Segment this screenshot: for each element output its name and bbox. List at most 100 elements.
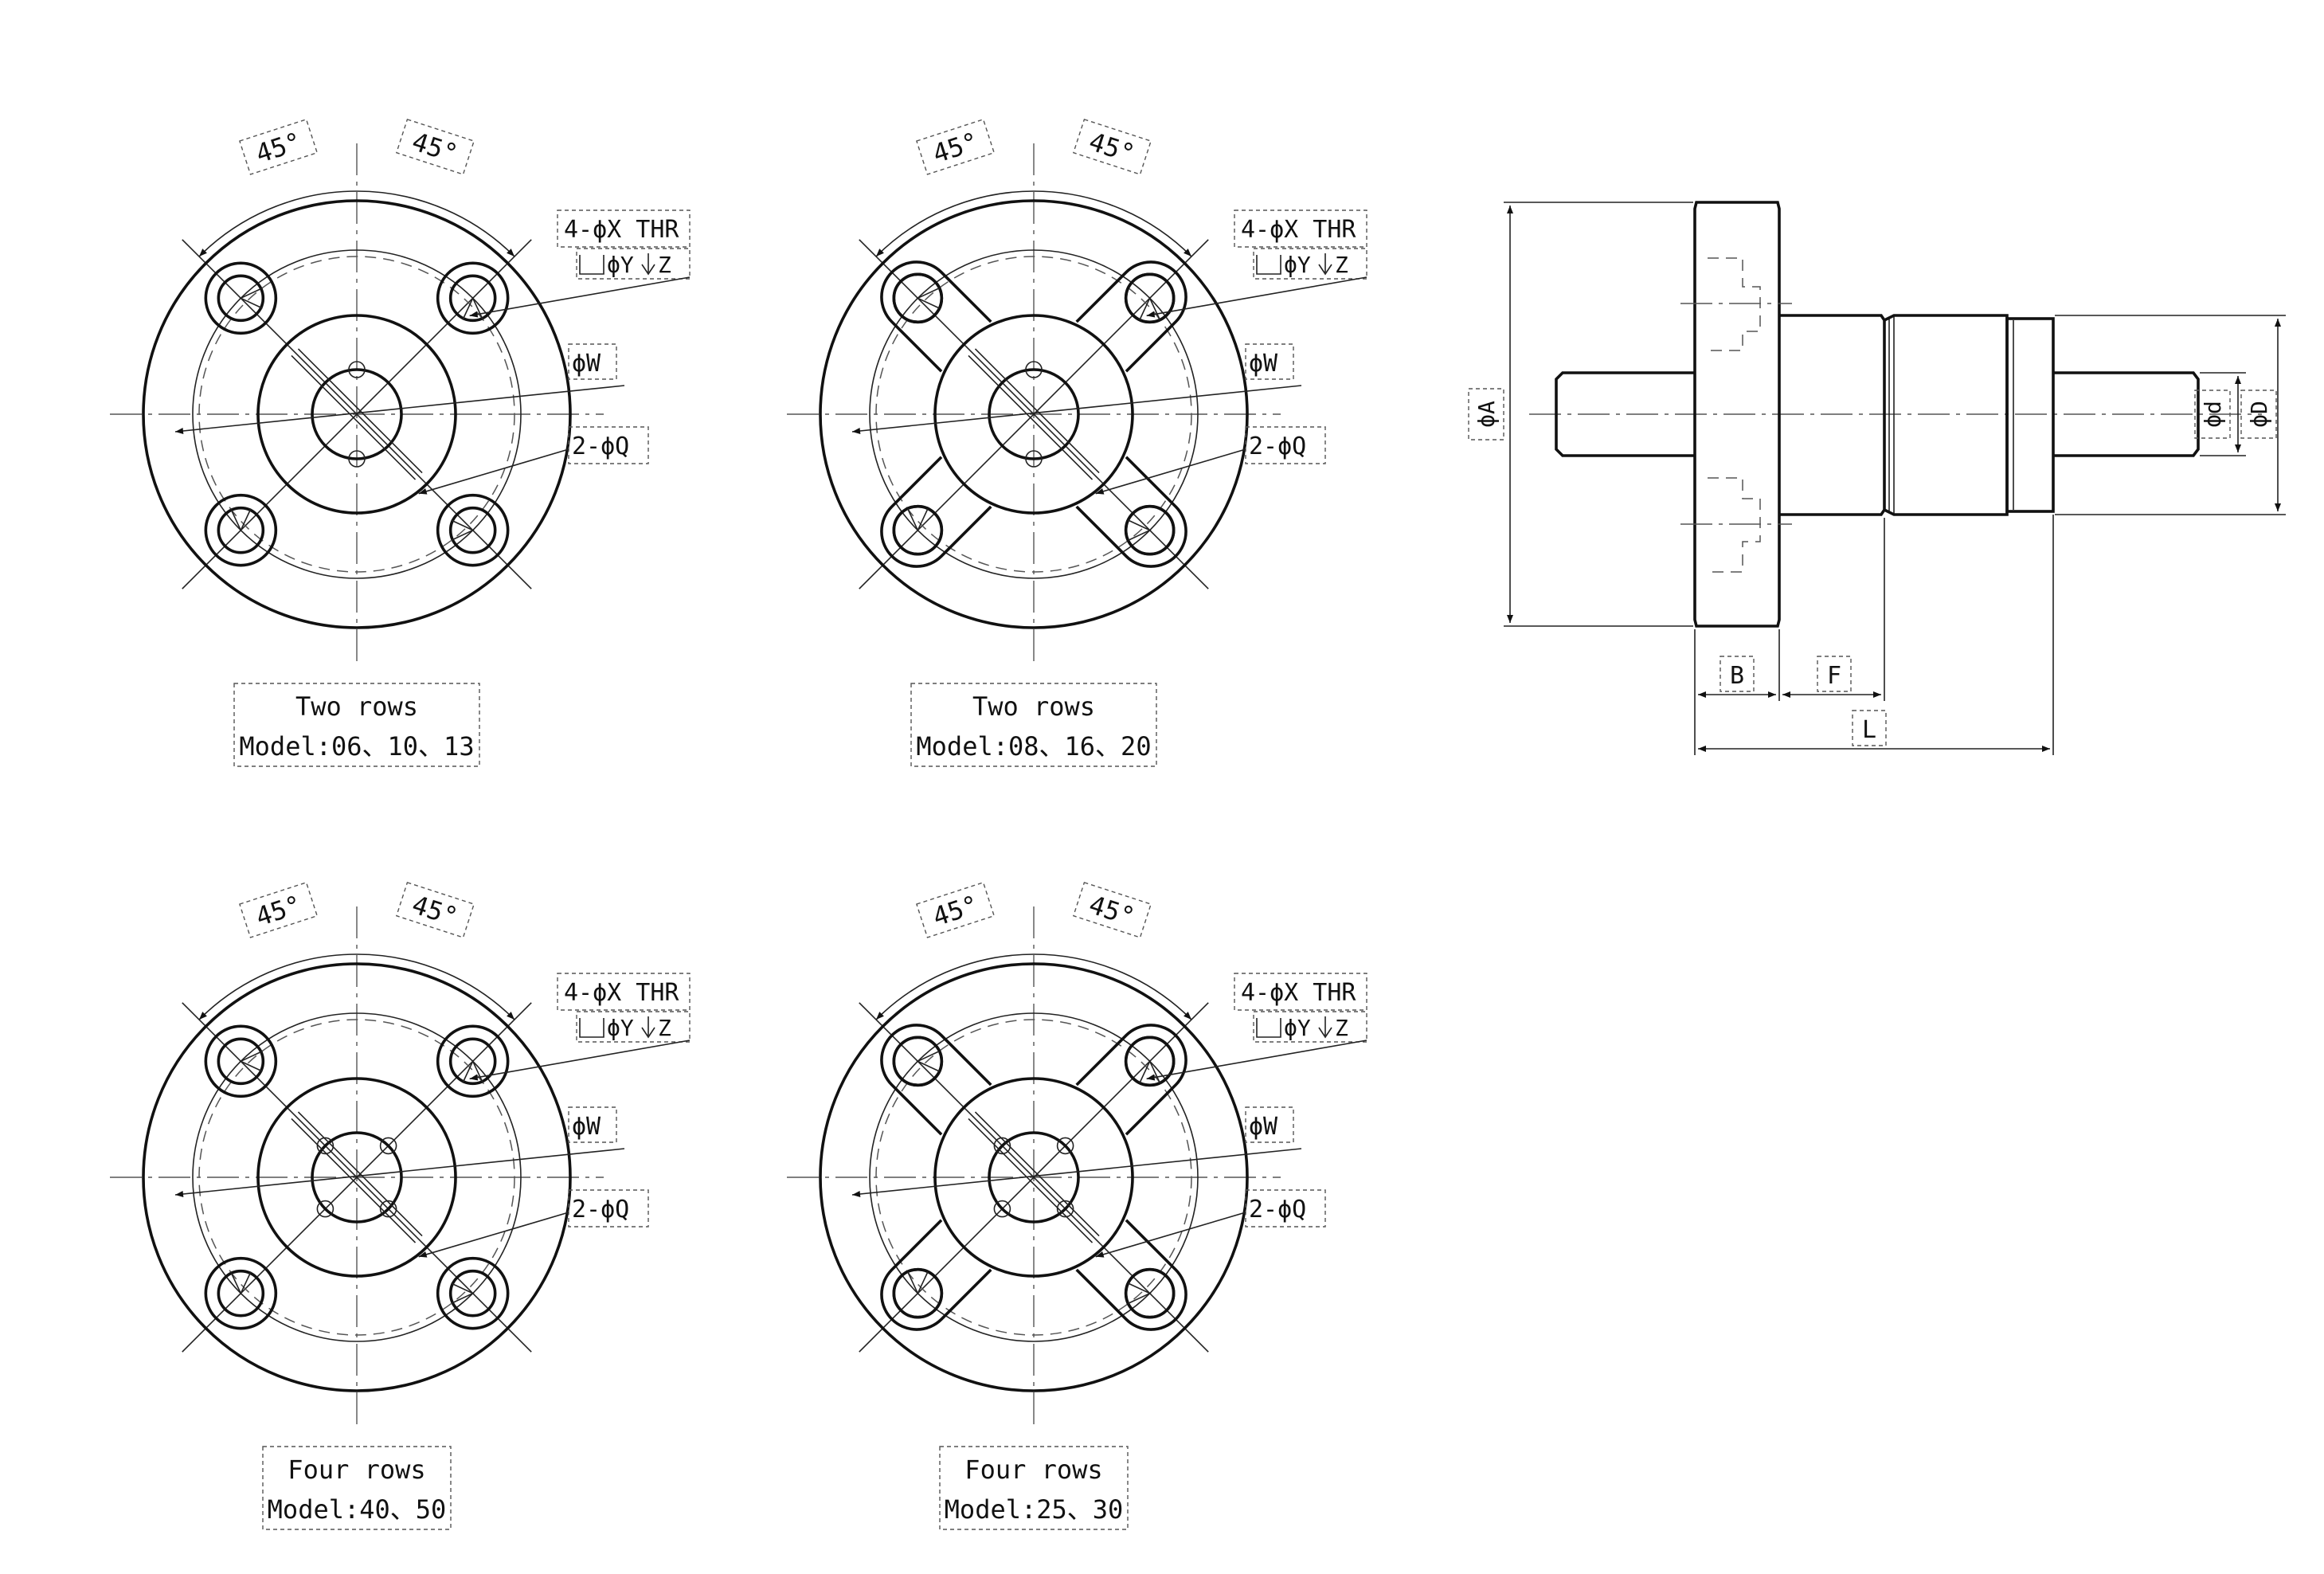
- hole-mark: [906, 508, 929, 532]
- depth-symbol: [1318, 1016, 1332, 1039]
- angle-label-right-group: 45°: [1072, 881, 1152, 938]
- ball-groove: [1056, 1137, 1074, 1155]
- dim-phiA-label: ϕA: [1473, 401, 1500, 428]
- angle-arc: [198, 190, 515, 257]
- counterbore-hole: [204, 493, 278, 567]
- ball-groove: [993, 1200, 1011, 1218]
- thread-hole: [892, 504, 944, 556]
- counterbore-diameter: ϕY: [607, 252, 634, 278]
- caption-models: Model:08、16、20: [916, 731, 1151, 762]
- bolt-circle-leader: [851, 385, 1302, 434]
- oil-channel-line: [974, 348, 1100, 474]
- hole-mark: [1128, 1282, 1152, 1305]
- pin-hole-callout-box: [568, 426, 649, 464]
- oil-channel-line: [291, 1118, 417, 1243]
- dim-phid-label: ϕd: [2200, 401, 2226, 428]
- counterbore-symbol: [1256, 1018, 1281, 1038]
- thread-leader: [1146, 1040, 1367, 1081]
- dim-L: L: [1852, 710, 1887, 746]
- thread-hole: [217, 506, 265, 554]
- dim-phiD: ϕD: [2240, 390, 2277, 439]
- oil-channel-line: [968, 1118, 1094, 1243]
- thread-hole: [892, 272, 944, 324]
- bore-circle: [988, 1131, 1080, 1224]
- thread-hole: [217, 1037, 265, 1086]
- counterbore-hole: [204, 1256, 278, 1330]
- angle-label-box: [239, 881, 319, 938]
- thread-callout-box: [557, 973, 691, 1011]
- thread-hole: [892, 1267, 944, 1319]
- dim-phid: ϕd: [2194, 390, 2231, 439]
- dim-B: B: [1720, 656, 1755, 692]
- hole-mark: [451, 1282, 475, 1305]
- dim-F: F: [1817, 656, 1852, 692]
- dim-B-label: B: [1730, 662, 1744, 690]
- counterbore-hole: [204, 261, 278, 335]
- depth-symbol: [641, 253, 655, 276]
- pin-hole-callout-box: [1245, 426, 1326, 464]
- bolt-circle-callout: ϕW: [572, 1113, 601, 1141]
- dim-phiA: ϕA: [1468, 388, 1504, 440]
- hole-mark: [462, 296, 484, 320]
- hub-circle: [256, 314, 457, 515]
- hole-mark: [916, 1050, 940, 1072]
- bolt-circle-callout-box: [1245, 1106, 1294, 1143]
- thread-hole: [448, 506, 497, 554]
- angle-label-box: [916, 881, 996, 938]
- ball-groove: [379, 1200, 397, 1218]
- counterbore-hole: [204, 1024, 278, 1098]
- hole-mark: [229, 1271, 252, 1295]
- bolt-circle-callout-box: [1245, 343, 1294, 380]
- angle-label-box: [239, 118, 319, 175]
- counterbore-hole: [436, 493, 510, 567]
- flange-lobes: [880, 260, 1187, 568]
- thread-callout-box: [1234, 209, 1367, 248]
- angle-label-box: [395, 118, 475, 175]
- angle-label-box: [395, 881, 475, 938]
- thread-callout: 4-ϕX THR: [564, 216, 679, 244]
- hole-mark: [1139, 1059, 1161, 1083]
- angle-label-box: [916, 118, 996, 175]
- dim-F-label: F: [1827, 662, 1841, 690]
- thread-hole: [448, 1269, 497, 1318]
- ball-groove: [1025, 361, 1043, 378]
- pin-hole-leader: [418, 448, 569, 495]
- bore-circle: [311, 368, 403, 460]
- left-shaft: [1555, 371, 1695, 457]
- angle-arc: [875, 190, 1192, 257]
- angle-label-left-group: 45°: [239, 118, 319, 175]
- caption-rows: Two rows: [972, 691, 1095, 722]
- angle-arc: [198, 953, 515, 1020]
- depth-symbol: [1318, 253, 1332, 276]
- pin-hole-leader: [1095, 448, 1246, 495]
- seal-ring: [2005, 317, 2055, 513]
- dim-phiD-label: ϕD: [2246, 401, 2272, 428]
- hole-mark: [239, 287, 263, 309]
- counterbore-hole: [436, 261, 510, 335]
- hole-mark: [1139, 296, 1161, 320]
- oil-channel-line: [974, 1111, 1100, 1237]
- outer-circle: [819, 199, 1249, 629]
- hub-circle: [256, 1077, 457, 1278]
- bolt-circle-callout-box: [568, 343, 617, 380]
- thread-hole: [1124, 1267, 1176, 1319]
- dim-L-label: L: [1862, 716, 1876, 744]
- ball-groove: [316, 1200, 335, 1218]
- bolt-circle-callout: ϕW: [1249, 1113, 1278, 1141]
- thread-hole: [217, 1269, 265, 1318]
- bolt-circle-leader: [851, 1148, 1302, 1197]
- thread-hole: [1124, 504, 1176, 556]
- angle-label-right: 45°: [409, 889, 462, 932]
- pin-hole-leader: [418, 1212, 569, 1258]
- hole-mark: [1128, 519, 1152, 542]
- outer-circle: [819, 962, 1249, 1392]
- nut-body-main: [1884, 314, 2009, 516]
- angle-label-right: 45°: [1086, 889, 1139, 932]
- ball-groove: [1025, 450, 1043, 468]
- ball-groove: [993, 1137, 1011, 1155]
- thread-leader: [1146, 276, 1367, 318]
- counterbore-hole: [436, 1024, 510, 1098]
